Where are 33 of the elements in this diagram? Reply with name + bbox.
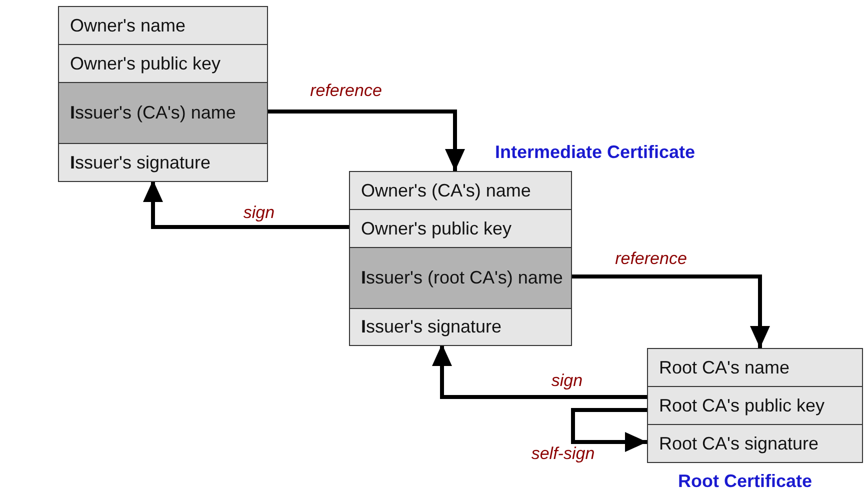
certificate-box <box>58 6 268 182</box>
certificate-title: Intermediate Certificate <box>495 142 696 163</box>
certificate-field <box>59 44 267 82</box>
edge-label: self-sign <box>529 444 597 464</box>
arrow <box>571 408 647 452</box>
certificate-field <box>59 143 267 181</box>
arrow <box>572 274 770 348</box>
arrow <box>432 344 647 399</box>
edge-label: sign <box>241 203 277 223</box>
edge-label: sign <box>549 371 585 391</box>
field-label: Owner's public key <box>361 217 512 240</box>
certificate-field <box>350 172 571 209</box>
arrow <box>143 180 349 229</box>
field-label: Issuer's (CA's) name <box>70 102 237 124</box>
field-label: Root CA's public key <box>659 394 826 417</box>
certificate-field <box>350 308 571 345</box>
certificate-title: Root Certificate <box>678 471 812 489</box>
certificate-field <box>59 7 267 44</box>
field-label: Issuer's signature <box>361 316 503 338</box>
field-label: Issuer's signature <box>70 151 212 174</box>
certificate-field <box>648 424 862 462</box>
certificate-field <box>350 247 571 308</box>
certificate-field <box>648 349 862 386</box>
field-label: Root CA's name <box>659 356 790 379</box>
field-label: Owner's name <box>70 14 186 37</box>
field-label: Root CA's signature <box>659 432 820 455</box>
field-label: Issuer's (root CA's) name <box>361 266 564 290</box>
field-label: Owner's public key <box>70 52 222 75</box>
certificate-field <box>350 209 571 247</box>
certificate-field <box>59 82 267 143</box>
certificate-field <box>648 386 862 424</box>
arrow <box>268 110 465 171</box>
field-label: Owner's (CA's) name <box>361 179 532 202</box>
